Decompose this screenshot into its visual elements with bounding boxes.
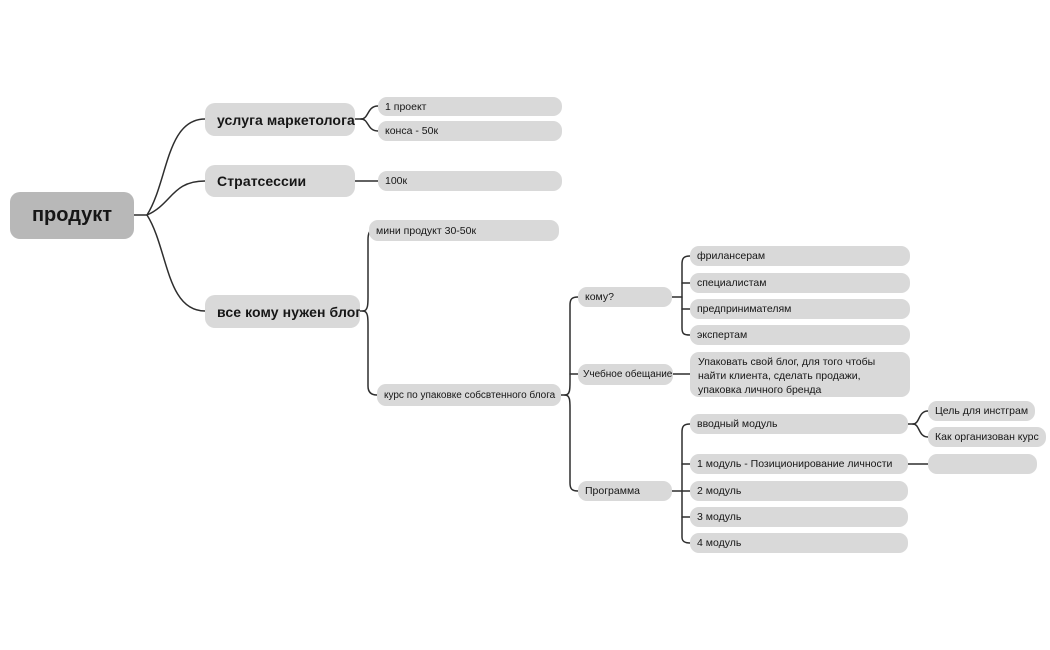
node-learning-promise[interactable]: Учебное обещание xyxy=(578,364,673,385)
node-mini-product[interactable]: мини продукт 30-50к xyxy=(369,220,559,241)
node-module-3[interactable]: 3 модуль xyxy=(690,507,908,527)
node-product[interactable]: продукт xyxy=(10,192,134,239)
node-experts[interactable]: экспертам xyxy=(690,325,910,345)
node-marketer-service[interactable]: услуга маркетолога xyxy=(205,103,355,136)
node-strategy-sessions[interactable]: Стратсессии xyxy=(205,165,355,197)
node-intro-module[interactable]: вводный модуль xyxy=(690,414,908,434)
node-blog-packaging-course[interactable]: курс по упаковке собсвтенного блога xyxy=(377,384,561,406)
node-module-2[interactable]: 2 модуль xyxy=(690,481,908,501)
node-module-1[interactable]: 1 модуль - Позиционирование личности xyxy=(690,454,908,474)
node-module-4[interactable]: 4 модуль xyxy=(690,533,908,553)
node-program[interactable]: Программа xyxy=(578,481,672,501)
node-instagram-goal[interactable]: Цель для инстграм xyxy=(928,401,1035,421)
node-empty[interactable] xyxy=(928,454,1037,474)
node-specialists[interactable]: специалистам xyxy=(690,273,910,293)
node-100k[interactable]: 100к xyxy=(378,171,562,191)
node-whom[interactable]: кому? xyxy=(578,287,672,307)
node-promise-text[interactable]: Упаковать свой блог, для того чтобы найт… xyxy=(690,352,910,397)
node-freelancers[interactable]: фрилансерам xyxy=(690,246,910,266)
node-blog-audience[interactable]: все кому нужен блог xyxy=(205,295,360,328)
node-consa-50k[interactable]: конса - 50к xyxy=(378,121,562,141)
node-entrepreneurs[interactable]: предпринимателям xyxy=(690,299,910,319)
node-course-organization[interactable]: Как организован курс xyxy=(928,427,1046,447)
node-1-project[interactable]: 1 проект xyxy=(378,97,562,116)
